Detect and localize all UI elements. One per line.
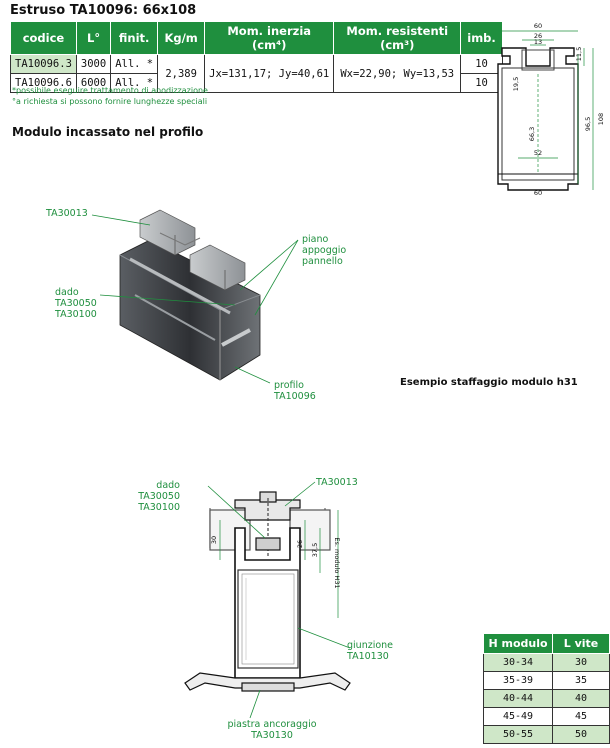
label-giunzione: giunzione TA10130 bbox=[347, 640, 394, 662]
dim-d5: 96,5 bbox=[584, 117, 592, 131]
dim-37-5: 37,5 bbox=[311, 543, 319, 557]
col-inerzia: Mom. inerzia (cm⁴) bbox=[204, 21, 335, 55]
label-piastra: piastra ancoraggio TA30130 bbox=[227, 719, 317, 741]
cell-codice: TA10096.3 bbox=[10, 54, 77, 74]
table-row: TA10096.6 6000 All. * 10 bbox=[10, 73, 503, 93]
col-kgm: Kg/m bbox=[157, 21, 206, 55]
page-title: Estruso TA10096: 66x108 bbox=[10, 3, 197, 18]
col-lunghezza: L° bbox=[75, 21, 112, 55]
example-label: Esempio staffaggio modulo h31 bbox=[400, 377, 578, 388]
profile-section-drawing: 60 26 13 60 11,5 19,5 66,3 52 96,5 108 bbox=[497, 22, 605, 196]
label-dado-section: dado TA30050 TA30100 bbox=[138, 480, 180, 513]
note-lunghezze: °a richiesta si possono fornire lunghezz… bbox=[12, 97, 208, 106]
note-anodizzazione: *possibile eseguire trattamento di anodi… bbox=[12, 86, 208, 95]
col-finitura: finit. bbox=[110, 21, 159, 55]
table-row: TA10096.3 3000 All. * 2,389 Jx=131,17; J… bbox=[10, 54, 503, 93]
cell-imb: 10 bbox=[460, 73, 503, 93]
dim-d1: 11,5 bbox=[575, 47, 583, 61]
dim-modulo-h31: Es. modulo H31 bbox=[333, 537, 341, 588]
cell-resistenti: Wx=22,90; Wy=13,53 bbox=[333, 54, 462, 93]
dim-slot: 13 bbox=[534, 38, 542, 46]
label-dado-iso: dado TA30050 TA30100 bbox=[55, 287, 97, 320]
cell-lunghezza: 3000 bbox=[75, 54, 112, 74]
section-heading: Modulo incassato nel profilo bbox=[12, 125, 204, 139]
dim-26: 26 bbox=[296, 540, 304, 548]
col-h-modulo: H modulo bbox=[483, 633, 553, 654]
cell-imb: 10 bbox=[460, 54, 503, 74]
label-ta30013-iso: TA30013 bbox=[46, 208, 88, 219]
label-piano-appoggio: piano appoggio pannello bbox=[302, 234, 347, 267]
dim-d3: 66,3 bbox=[528, 127, 536, 141]
dim-30: 30 bbox=[210, 536, 218, 544]
label-profilo-iso: profilo TA10096 bbox=[274, 380, 316, 402]
dim-inner-top: 26 bbox=[534, 32, 542, 40]
cell-inerzia: Jx=131,17; Jy=40,61 bbox=[204, 54, 335, 93]
cell-finitura: All. * bbox=[110, 73, 159, 93]
section-leader-lines bbox=[207, 481, 351, 719]
dim-bottom-width: 60 bbox=[534, 189, 542, 196]
col-codice: codice bbox=[10, 21, 77, 55]
label-ta30013-section: TA30013 bbox=[316, 477, 358, 488]
col-imb: imb. bbox=[460, 21, 503, 55]
dim-height: 108 bbox=[597, 113, 605, 125]
isometric-drawing bbox=[119, 209, 261, 381]
col-resistenti: Mom. resistenti (cm³) bbox=[333, 21, 462, 55]
dim-d4: 52 bbox=[534, 149, 542, 157]
cell-finitura: All. * bbox=[110, 54, 159, 74]
mounting-section-drawing: 30 26 37,5 Es. modulo H31 bbox=[184, 491, 351, 692]
dim-top-width: 60 bbox=[534, 22, 542, 30]
col-l-vite: L vite bbox=[552, 633, 610, 654]
cell-lunghezza: 6000 bbox=[75, 73, 112, 93]
iso-leader-lines bbox=[91, 214, 299, 384]
spec-table: codice L° finit. Kg/m Mom. inerzia (cm⁴)… bbox=[10, 21, 503, 93]
cell-kgm: 2,389 bbox=[157, 54, 206, 93]
dim-d2: 19,5 bbox=[512, 77, 520, 91]
